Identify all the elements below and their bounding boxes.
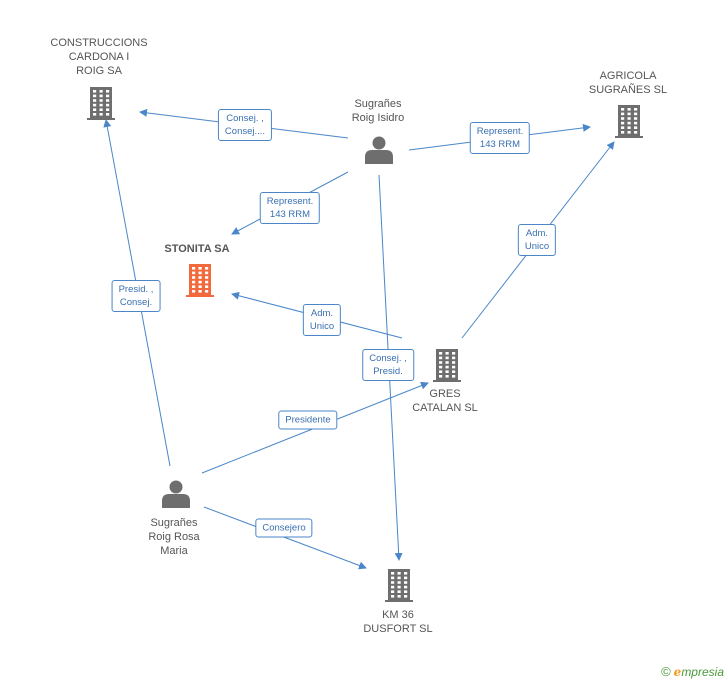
node-label-gres: GRES CATALAN SL — [412, 388, 478, 414]
node-label-stonita: STONITA SA — [164, 243, 230, 255]
building-icon-construccions[interactable] — [87, 87, 115, 120]
edge-label-isidro-km36[interactable]: Consej. , Presid. — [362, 349, 414, 381]
edge-label-gres-stonita[interactable]: Adm. Unico — [302, 304, 342, 336]
edge-label-rosa-gres[interactable]: Presidente — [278, 410, 338, 430]
footer-brand: ©empresia — [661, 664, 724, 679]
brand-logo-e: e — [673, 665, 682, 679]
building-icon-gres[interactable] — [433, 349, 461, 382]
building-icon-agricola[interactable] — [615, 105, 643, 138]
node-label-rosa: Sugrañes Roig Rosa Maria — [148, 517, 200, 557]
brand-name: mpresia — [681, 665, 724, 679]
copyright-icon: © — [661, 664, 671, 679]
edge-label-isidro-construccions[interactable]: Consej. , Consej.... — [217, 109, 273, 141]
person-icon-rosa[interactable] — [162, 480, 190, 509]
edge-label-rosa-construccions[interactable]: Presid. , Consej. — [111, 280, 161, 312]
node-label-km36: KM 36 DUSFORT SL — [363, 609, 433, 635]
edge-label-isidro-stonita[interactable]: Represent. 143 RRM — [259, 192, 321, 224]
node-label-agricola: AGRICOLA SUGRAÑES SL — [588, 70, 668, 96]
edge-label-isidro-agricola[interactable]: Represent. 143 RRM — [469, 122, 531, 154]
node-label-isidro: Sugrañes Roig Isidro — [351, 98, 405, 124]
person-icon-isidro[interactable] — [365, 136, 393, 165]
building-icon-km36[interactable] — [385, 569, 413, 602]
edge-line-rosa-km36 — [203, 506, 367, 570]
node-label-construccions: CONSTRUCCIONS CARDONA I ROIG SA — [50, 37, 148, 77]
edge-label-rosa-km36[interactable]: Consejero — [255, 518, 313, 538]
building-icon-stonita[interactable] — [186, 264, 214, 297]
edge-label-gres-agricola[interactable]: Adm. Unico — [517, 224, 557, 256]
